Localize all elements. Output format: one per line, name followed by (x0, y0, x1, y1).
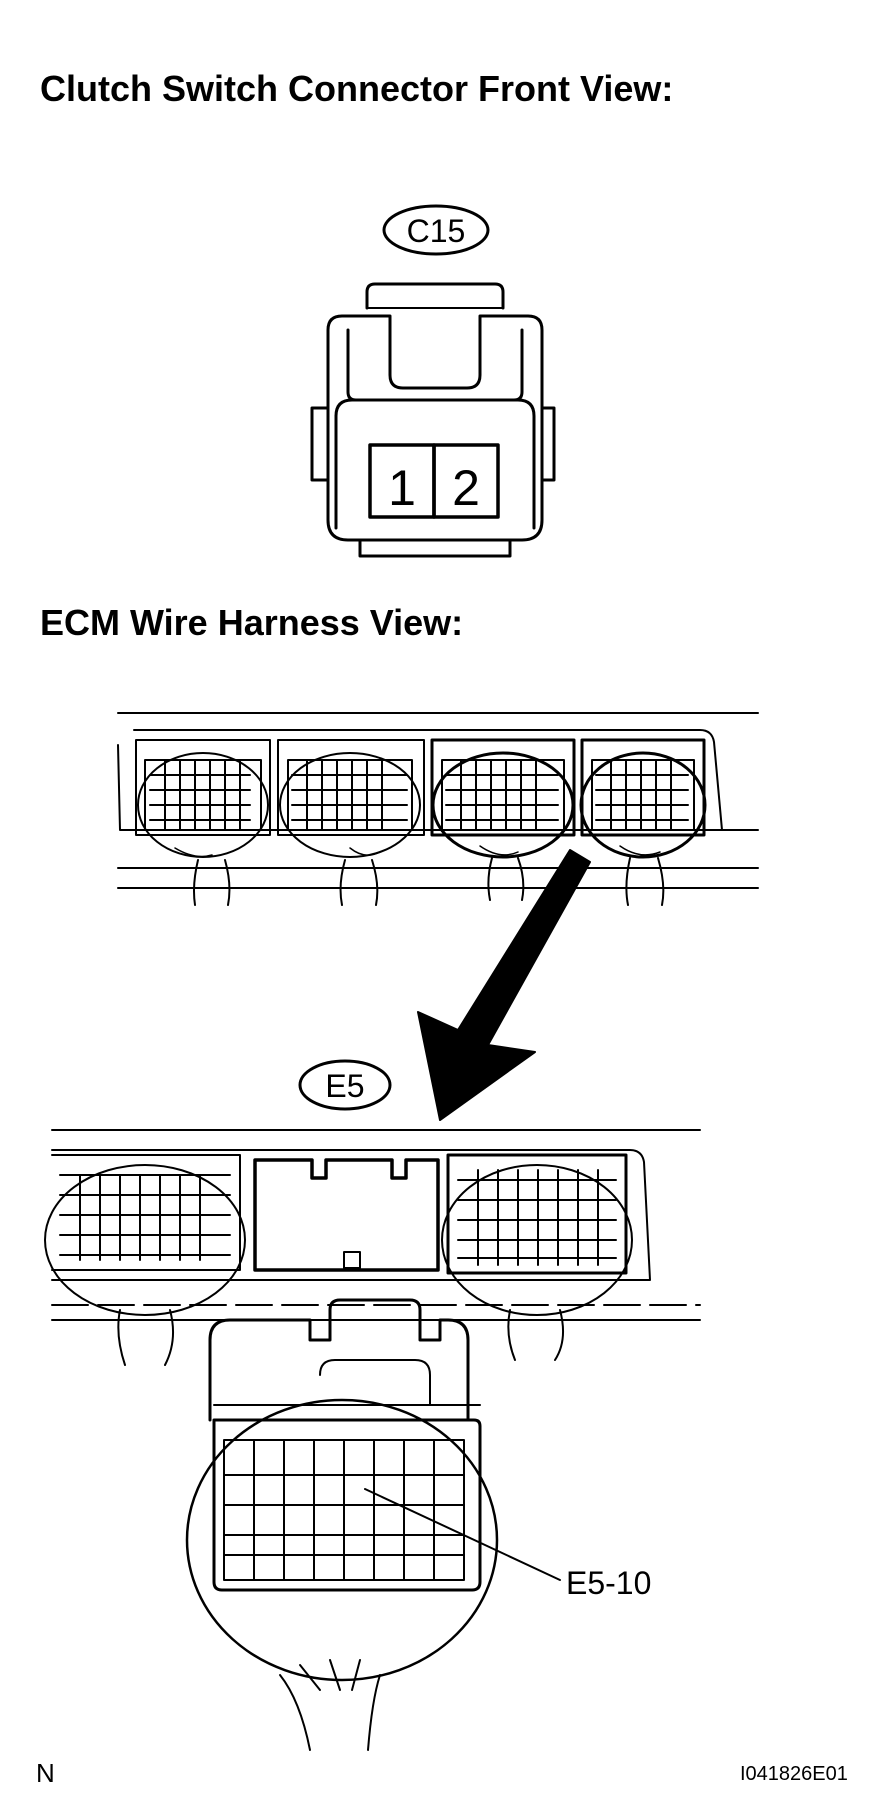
c15-pin-1-label: 1 (388, 460, 416, 516)
heading-ecm-wire-harness-view: ECM Wire Harness View: (40, 602, 464, 643)
e5-plug (185, 1298, 499, 1751)
heading-clutch-switch-front-view: Clutch Switch Connector Front View: (40, 68, 674, 109)
figure-id: I041826E01 (740, 1763, 848, 1785)
e5-plug-housing (212, 1418, 482, 1592)
ecm-connector-block-3 (430, 738, 576, 859)
figure-note-n: N (36, 1758, 55, 1788)
e5-pin-grid (223, 1439, 465, 1581)
ecm-connector-block-1 (135, 739, 271, 858)
c15-pin-2-cavity (432, 443, 500, 519)
ecm-connector-block-2 (277, 739, 425, 858)
e5-label: E5 (325, 1068, 364, 1104)
ecm-overview (117, 712, 759, 1121)
e5-10-callout: E5-10 (566, 1565, 651, 1601)
c15-connector: C15 1 2 (310, 204, 556, 558)
c15-pin-2-label: 2 (452, 460, 480, 516)
e5-connector-detail: E5 (44, 1059, 701, 1751)
c15-label-oval (382, 204, 490, 256)
c15-housing (326, 314, 544, 542)
e5-label-oval (298, 1059, 392, 1111)
e5-location-arrow (417, 849, 591, 1121)
c15-label: C15 (407, 213, 466, 249)
e5-10-leader (364, 1488, 561, 1581)
ecm-connector-block-4 (579, 738, 707, 859)
